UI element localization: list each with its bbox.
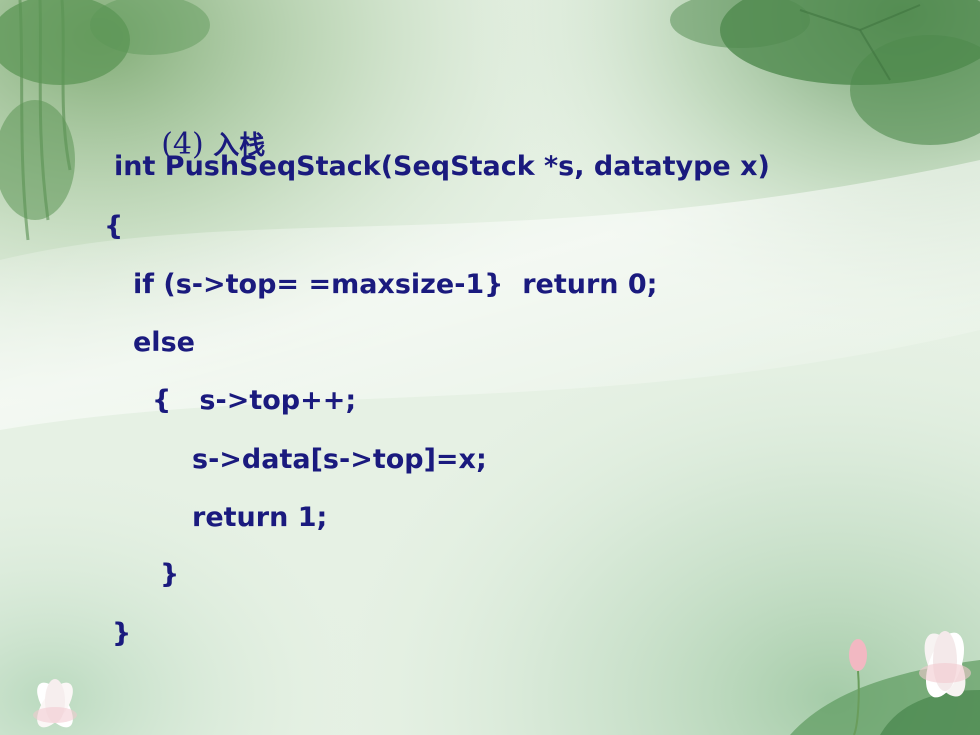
code-line-close-brace: }	[112, 618, 132, 649]
code-line-assign: s->data[s->top]=x;	[192, 444, 487, 475]
slide-heading: (4) 入栈	[104, 88, 265, 203]
code-line-if: if (s->top= =maxsize-1} return 0;	[133, 269, 658, 300]
heading-number: (4)	[161, 127, 204, 162]
code-line-signature: int PushSeqStack(SeqStack *s, datatype x…	[114, 151, 770, 182]
code-line-return: return 1;	[192, 502, 328, 533]
code-line-inner-close-brace: }	[160, 559, 180, 590]
code-line-else: else	[133, 327, 195, 358]
code-line-open-brace: {	[104, 211, 124, 242]
code-line-increment: { s->top++;	[152, 385, 357, 416]
heading-title: 入栈	[213, 131, 266, 161]
